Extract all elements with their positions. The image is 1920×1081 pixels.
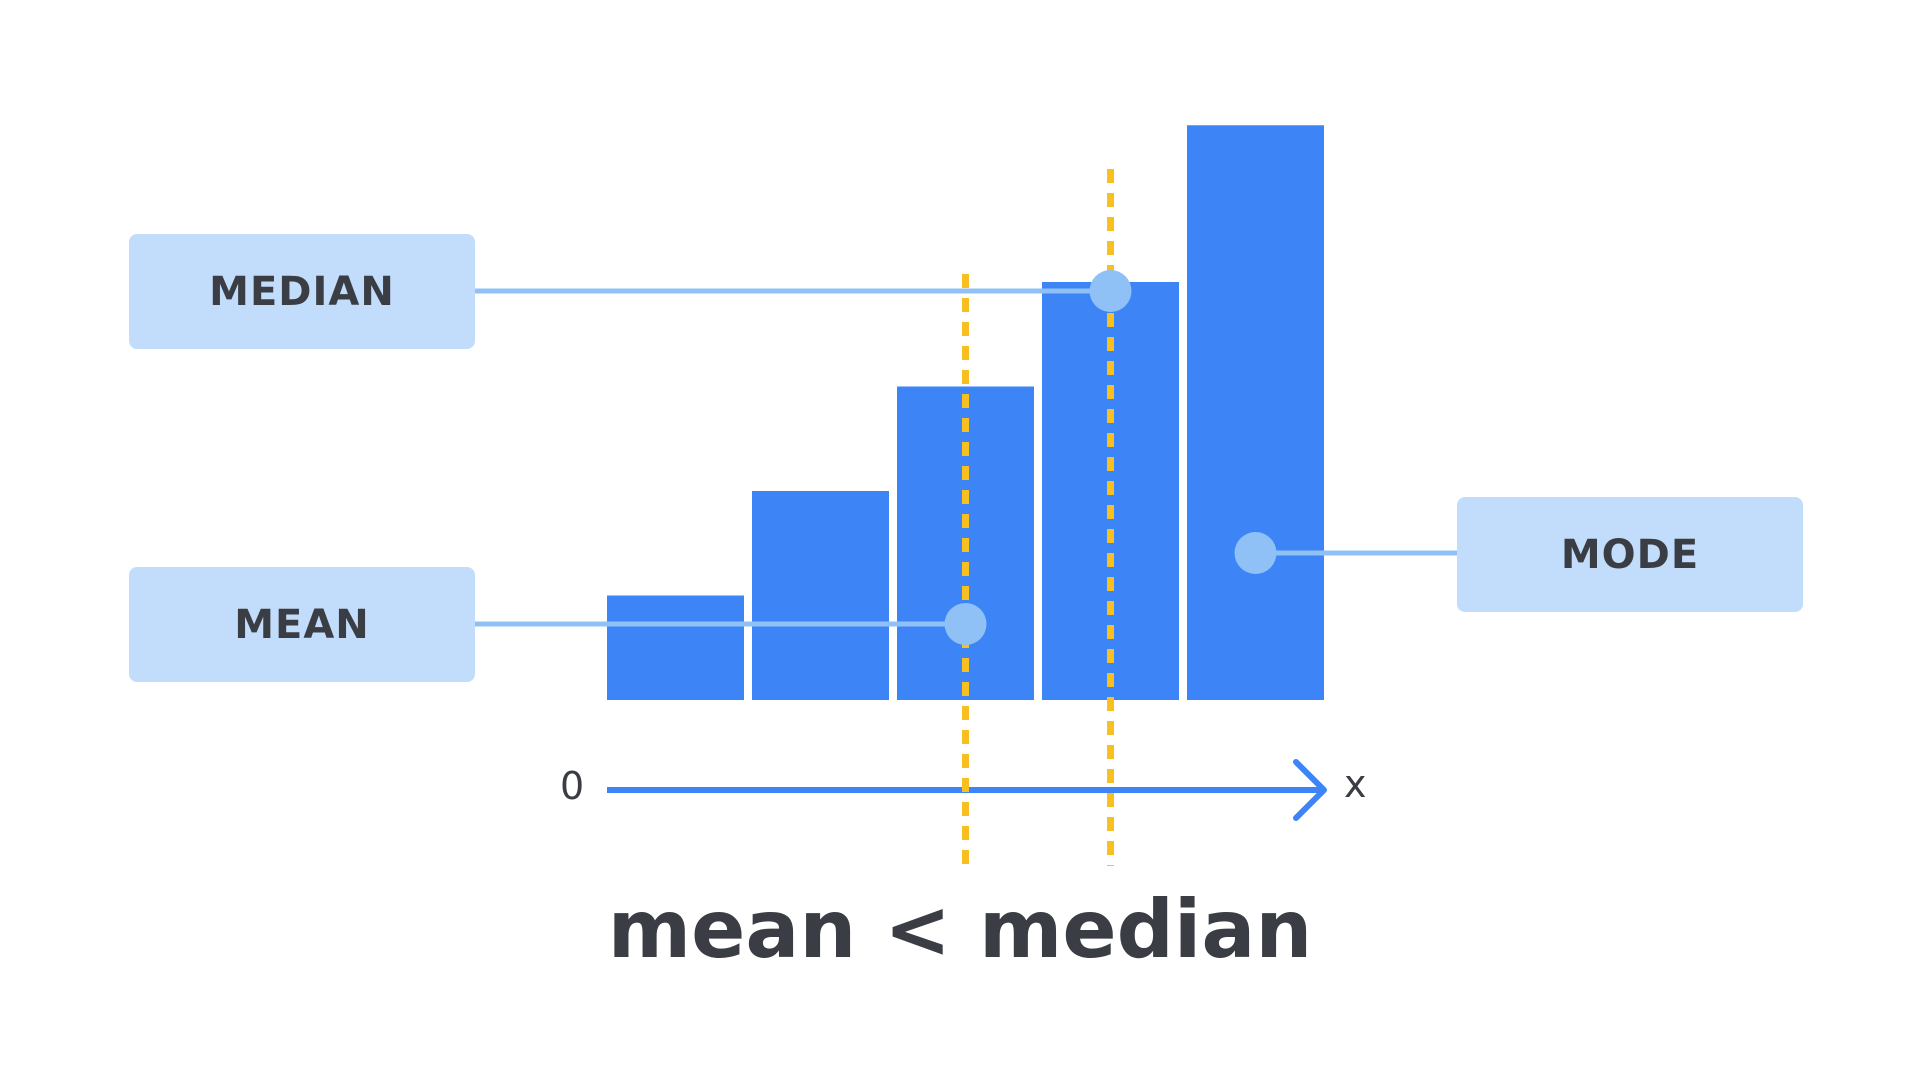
caption: mean < median (607, 883, 1313, 976)
x-axis-arrowhead (1293, 759, 1327, 821)
mean-marker-dot (944, 603, 987, 645)
axis-x-label: x (1344, 762, 1367, 806)
mean-label-box: MEAN (129, 567, 475, 682)
mode-marker-dot (1234, 532, 1277, 574)
median-label-box: MEDIAN (129, 234, 475, 349)
mean-label: MEAN (234, 601, 370, 648)
histogram-bar (607, 595, 744, 700)
mode-label-box: MODE (1457, 497, 1803, 612)
median-marker-dot (1089, 270, 1132, 312)
median-label: MEDIAN (209, 268, 395, 315)
histogram-bar (1187, 125, 1324, 700)
axis-origin-label: 0 (560, 764, 585, 808)
mode-label: MODE (1560, 531, 1700, 578)
histogram-bar (752, 491, 889, 700)
